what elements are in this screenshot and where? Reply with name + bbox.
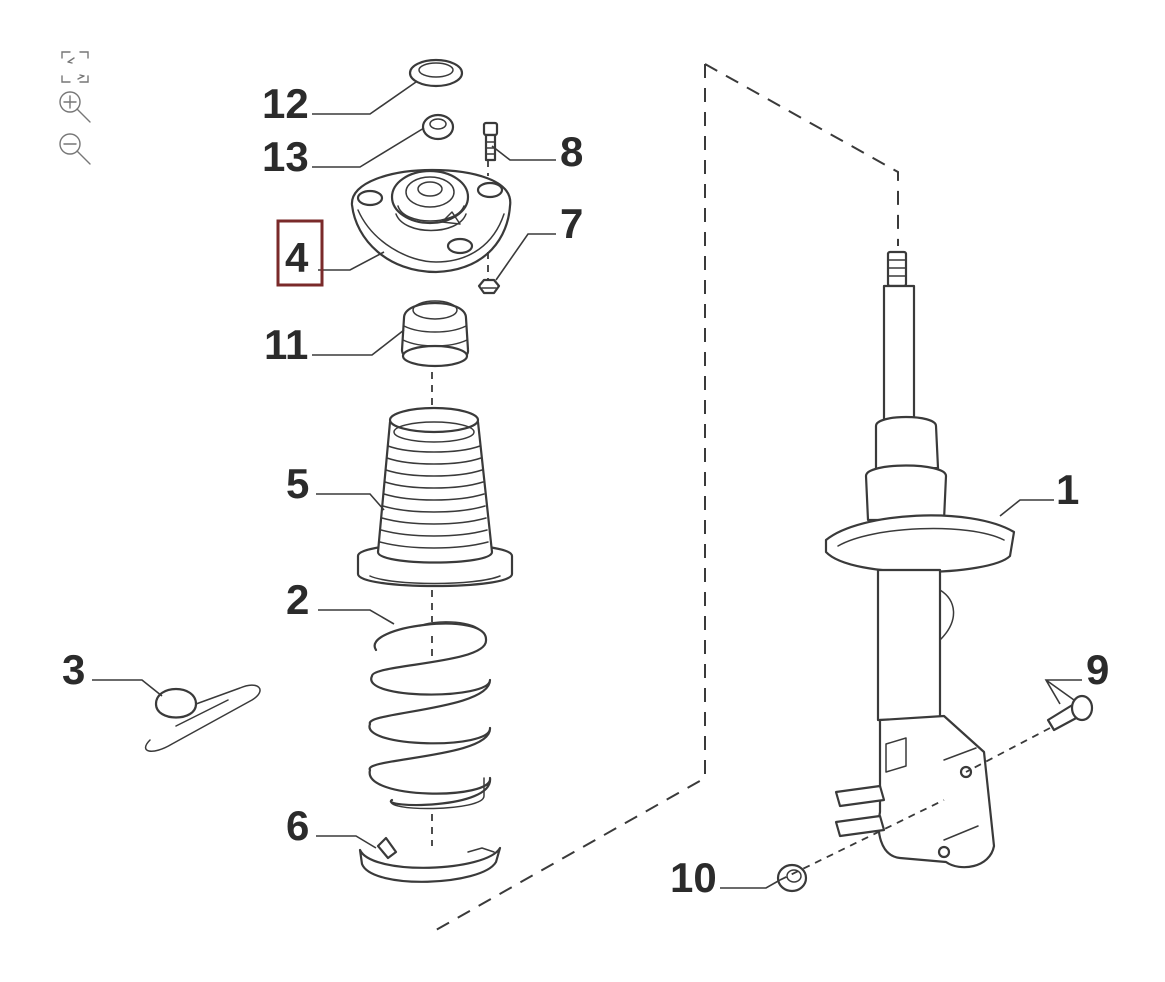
part-2-coil-spring[interactable] xyxy=(368,621,492,810)
callout-2[interactable]: 2 xyxy=(286,576,309,623)
callout-6[interactable]: 6 xyxy=(286,802,309,849)
part-6-spring-seat[interactable] xyxy=(358,836,502,883)
part-11-bump-stop[interactable] xyxy=(400,300,470,368)
callout-8[interactable]: 8 xyxy=(560,128,583,175)
callout-12[interactable]: 12 xyxy=(262,80,309,127)
assembly-axes xyxy=(431,160,1051,881)
fit-screen-icon[interactable] xyxy=(56,50,92,86)
selected-callout-highlight xyxy=(276,219,324,287)
part-9-bolt[interactable] xyxy=(1046,694,1094,732)
callout-11[interactable]: 11 xyxy=(264,321,308,368)
diagram-toolbar xyxy=(56,50,96,170)
part-3-spring-clip[interactable] xyxy=(144,684,261,752)
part-8-stud-bolt[interactable] xyxy=(482,121,499,162)
callout-1[interactable]: 1 xyxy=(1056,466,1079,513)
part-5-dust-boot[interactable] xyxy=(356,406,514,588)
callout-10[interactable]: 10 xyxy=(670,854,717,901)
part-4-top-mount[interactable] xyxy=(350,168,512,274)
zoom-out-icon[interactable] xyxy=(56,130,96,170)
part-7-nut[interactable] xyxy=(477,278,501,295)
part-12-cap[interactable] xyxy=(408,58,464,88)
callout-7[interactable]: 7 xyxy=(560,200,583,247)
callout-13[interactable]: 13 xyxy=(262,133,309,180)
callout-labels: 12 13 8 7 4 11 5 2 3 6 1 9 10 xyxy=(62,80,1109,901)
part-1-strut[interactable] xyxy=(824,250,1016,869)
assembly-boundary xyxy=(435,63,899,931)
callout-5[interactable]: 5 xyxy=(286,460,309,507)
leader-lines xyxy=(92,81,1082,889)
callout-3[interactable]: 3 xyxy=(62,646,85,693)
callout-9[interactable]: 9 xyxy=(1086,646,1109,693)
zoom-in-icon[interactable] xyxy=(56,88,96,128)
part-10-nut[interactable] xyxy=(776,863,808,893)
callout-4[interactable]: 4 xyxy=(285,234,309,281)
part-13-nut[interactable] xyxy=(421,113,455,141)
